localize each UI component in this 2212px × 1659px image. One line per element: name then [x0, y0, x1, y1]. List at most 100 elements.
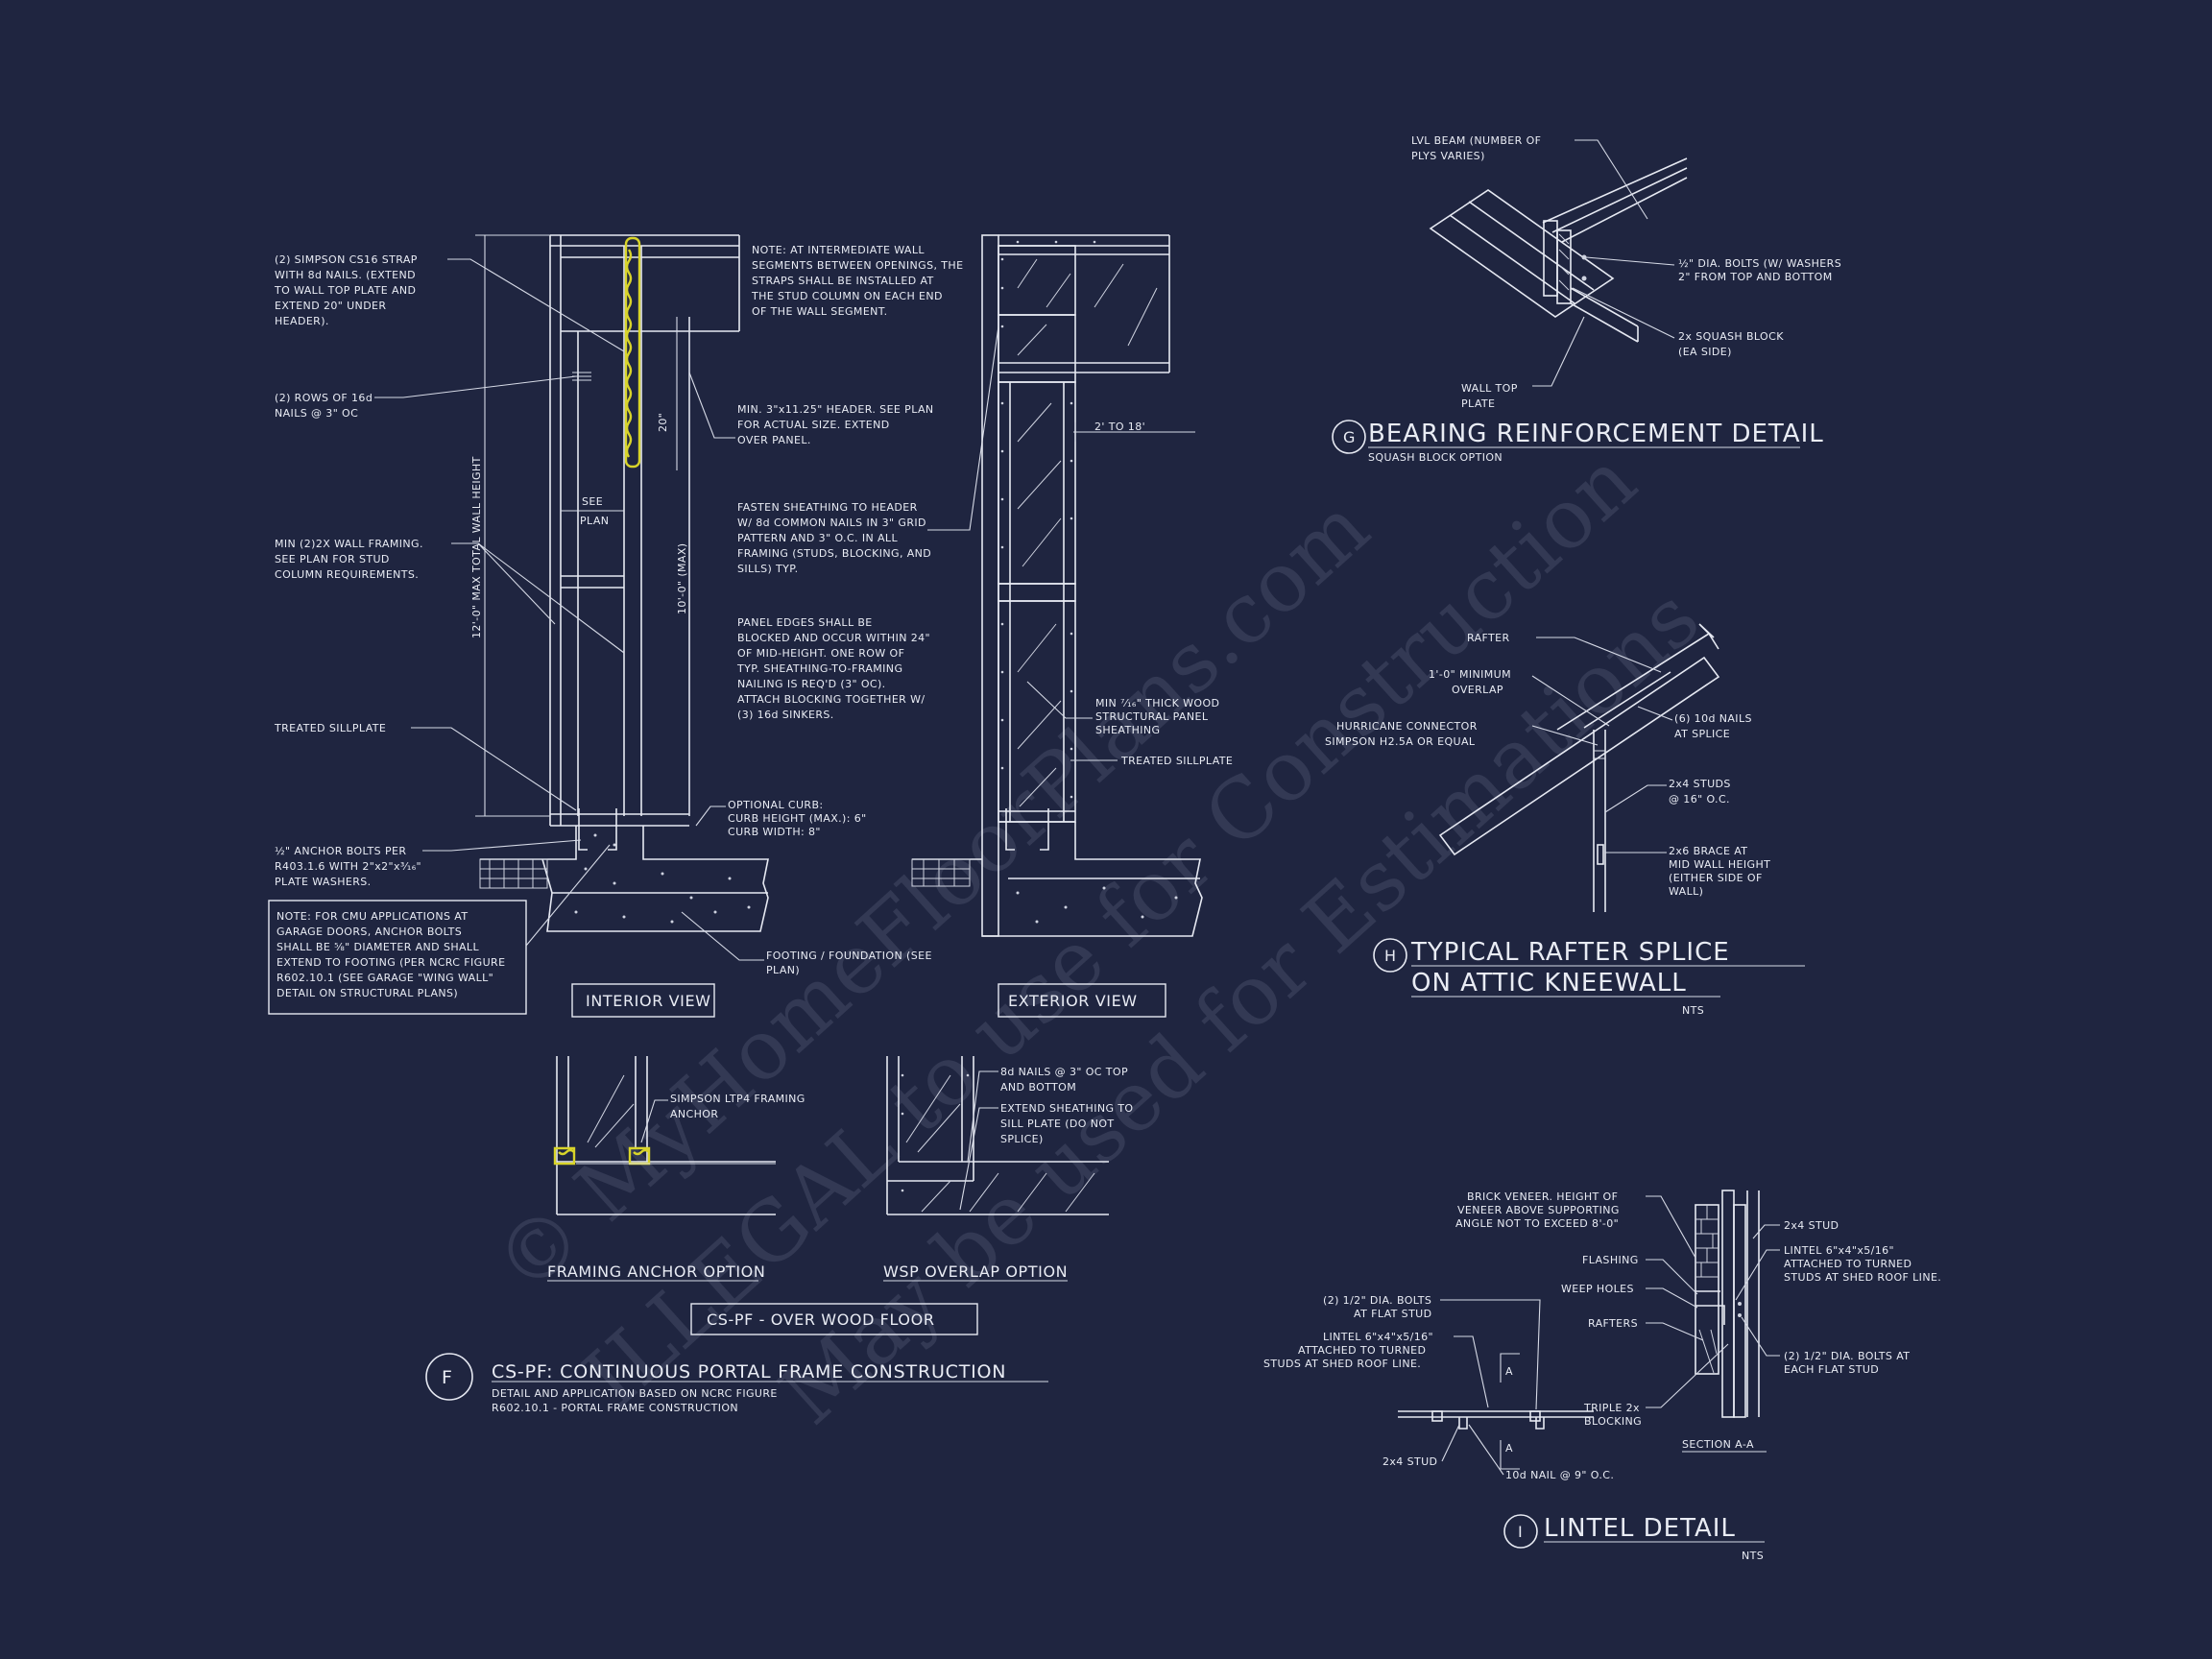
note-fasten-4: FRAMING (STUDS, BLOCKING, AND: [737, 547, 931, 560]
dim-total-wall-height: 12'-0" MAX TOTAL WALL HEIGHT: [470, 456, 483, 638]
note-fasten-5: SILLS) TYP.: [737, 563, 799, 575]
note-fasten-3: PATTERN AND 3" O.C. IN ALL: [737, 532, 898, 544]
note-footing-1: FOOTING / FOUNDATION (SEE: [766, 950, 932, 962]
label-overlap-2: OVERLAP: [1452, 684, 1503, 696]
note-cs16-strap-5: HEADER).: [275, 315, 329, 327]
rafter-splice-labels: RAFTER 1'-0" MINIMUM OVERLAP HURRICANE C…: [1325, 632, 1770, 898]
framing-anchor-option-label: FRAMING ANCHOR OPTION: [547, 1262, 765, 1281]
label-bolts-2: 2" FROM TOP AND BOTTOM: [1678, 271, 1833, 283]
label-lintel-right-1: LINTEL 6"x4"x5/16": [1784, 1244, 1894, 1257]
label-hurricane-1: HURRICANE CONNECTOR: [1336, 720, 1478, 733]
exterior-view-drawing: [911, 234, 1203, 937]
note-intermediate-2: SEGMENTS BETWEEN OPENINGS, THE: [752, 259, 963, 272]
over-wood-floor-box: CS-PF - OVER WOOD FLOOR: [690, 1303, 978, 1335]
label-rafters: RAFTERS: [1588, 1317, 1638, 1330]
note-treated-sillplate-right: TREATED SILLPLATE: [1120, 755, 1233, 767]
label-weep-holes: WEEP HOLES: [1561, 1283, 1634, 1295]
label-hurricane-2: SIMPSON H2.5A OR EQUAL: [1325, 735, 1476, 748]
label-bolts-flat-stud-2: AT FLAT STUD: [1354, 1308, 1432, 1320]
wsp-overlap-option-drawing: WSP OVERLAP OPTION 8d NAILS @ 3" OC TOP …: [883, 1056, 1134, 1282]
interior-view-label-box: [571, 983, 715, 1018]
note-panel-edges-2: BLOCKED AND OCCUR WITHIN 24": [737, 632, 930, 644]
note-cmu-1: NOTE: FOR CMU APPLICATIONS AT: [276, 910, 468, 923]
see-plan-1: SEE: [582, 495, 603, 508]
note-ltp4-1: SIMPSON LTP4 FRAMING: [670, 1093, 805, 1105]
label-squash-block-2: (EA SIDE): [1678, 346, 1732, 358]
detail-g-subtitle: SQUASH BLOCK OPTION: [1368, 451, 1503, 464]
note-panel-edges-1: PANEL EDGES SHALL BE: [737, 616, 873, 629]
note-curb-3: CURB WIDTH: 8": [728, 826, 821, 838]
note-ltp4-2: ANCHOR: [670, 1108, 718, 1120]
dim-10-ft-max: 10'-0" (MAX): [676, 543, 688, 614]
over-wood-floor-label: CS-PF - OVER WOOD FLOOR: [707, 1310, 935, 1329]
exterior-view-labels: 2' TO 18' MIN ⁷⁄₁₆" THICK WOOD STRUCTURA…: [998, 421, 1233, 1018]
section-cut-a-top: A: [1505, 1365, 1513, 1378]
note-fasten-2: W/ 8d COMMON NAILS IN 3" GRID: [737, 517, 926, 529]
note-cmu-3: SHALL BE ⅝" DIAMETER AND SHALL: [276, 941, 479, 953]
label-10d-nail: 10d NAIL @ 9" O.C.: [1505, 1469, 1614, 1481]
note-intermediate-4: THE STUD COLUMN ON EACH END: [751, 290, 943, 302]
exterior-view-label-box: [998, 983, 1166, 1018]
note-extend-sheathing-3: SPLICE): [1000, 1133, 1044, 1145]
detail-g-title: BEARING REINFORCEMENT DETAIL: [1368, 420, 1824, 448]
interior-view-labels: (2) SIMPSON CS16 STRAP WITH 8d NAILS. (E…: [268, 253, 715, 1018]
detail-f-subtitle-1: DETAIL AND APPLICATION BASED ON NCRC FIG…: [492, 1387, 778, 1400]
label-2x6-brace-1: 2x6 BRACE AT: [1669, 845, 1747, 857]
note-cs16-strap-3: TO WALL TOP PLATE AND: [274, 284, 416, 297]
detail-h-title-1: TYPICAL RAFTER SPLICE: [1410, 938, 1730, 967]
label-overlap-1: 1'-0" MINIMUM: [1429, 668, 1511, 681]
detail-i-title-block: I LINTEL DETAIL NTS: [1503, 1514, 1765, 1562]
bearing-reinforcement-drawing: [1429, 157, 1688, 343]
detail-f-title-block: F CS-PF: CONTINUOUS PORTAL FRAME CONSTRU…: [425, 1353, 1048, 1414]
label-triple-blocking-1: TRIPLE 2x: [1583, 1402, 1640, 1414]
bearing-reinforcement-labels: LVL BEAM (NUMBER OF PLYS VARIES) ½" DIA.…: [1411, 134, 1841, 410]
interior-view-label: INTERIOR VIEW: [586, 992, 711, 1010]
note-sheathing-2: STRUCTURAL PANEL: [1095, 710, 1209, 723]
note-wall-framing-1: MIN (2)2X WALL FRAMING.: [275, 538, 423, 550]
detail-f-subtitle-2: R602.10.1 - PORTAL FRAME CONSTRUCTION: [492, 1402, 738, 1414]
dim-20-inch: 20": [657, 413, 669, 432]
note-cmu-6: DETAIL ON STRUCTURAL PLANS): [276, 987, 458, 999]
label-rafter: RAFTER: [1467, 632, 1510, 644]
note-intermediate-5: OF THE WALL SEGMENT.: [752, 305, 888, 318]
label-10d-nails-1: (6) 10d NAILS: [1674, 712, 1752, 725]
detail-h-marker: H: [1384, 947, 1397, 965]
label-lintel-left-1: LINTEL 6"x4"x5/16": [1323, 1331, 1433, 1343]
note-anchor-bolts-3: PLATE WASHERS.: [275, 876, 372, 888]
note-cs16-strap-2: WITH 8d NAILS. (EXTEND: [275, 269, 416, 281]
note-curb-2: CURB HEIGHT (MAX.): 6": [728, 812, 867, 825]
label-lintel-right-2: ATTACHED TO TURNED: [1784, 1258, 1911, 1270]
label-wall-top-plate-1: WALL TOP: [1461, 382, 1518, 395]
note-cmu-4: EXTEND TO FOOTING (PER NCRC FIGURE: [276, 956, 505, 969]
label-2x4-stud-bottom: 2x4 STUD: [1382, 1455, 1437, 1468]
label-brick-veneer-1: BRICK VENEER. HEIGHT OF: [1467, 1190, 1618, 1203]
note-intermediate-1: NOTE: AT INTERMEDIATE WALL: [752, 244, 925, 256]
note-extend-sheathing-1: EXTEND SHEATHING TO: [1000, 1102, 1134, 1115]
dim-2-to-18: 2' TO 18': [1094, 421, 1145, 433]
detail-h-title-block: H TYPICAL RAFTER SPLICE ON ATTIC KNEEWAL…: [1373, 938, 1805, 1017]
note-cmu-5: R602.10.1 (SEE GARAGE "WING WALL": [276, 972, 493, 984]
note-8d-nails-2: AND BOTTOM: [1000, 1081, 1076, 1094]
note-cmu-2: GARAGE DOORS, ANCHOR BOLTS: [276, 926, 462, 938]
label-flashing: FLASHING: [1582, 1254, 1639, 1266]
detail-g-marker: G: [1343, 428, 1356, 446]
note-panel-edges-4: TYP. SHEATHING-TO-FRAMING: [736, 662, 902, 675]
note-curb-1: OPTIONAL CURB:: [728, 799, 824, 811]
wsp-overlap-option-label: WSP OVERLAP OPTION: [883, 1262, 1068, 1281]
note-panel-edges-7: (3) 16d SINKERS.: [737, 709, 834, 721]
detail-f-marker: F: [442, 1367, 453, 1388]
label-bolts-each-flat-stud-2: EACH FLAT STUD: [1784, 1363, 1879, 1376]
detail-h-title-2: ON ATTIC KNEEWALL: [1411, 969, 1687, 998]
section-a-a-label: SECTION A-A: [1682, 1438, 1754, 1451]
detail-h-scale: NTS: [1682, 1004, 1704, 1017]
see-plan-2: PLAN: [580, 515, 609, 527]
label-bolts-flat-stud-1: (2) 1/2" DIA. BOLTS: [1323, 1294, 1431, 1307]
label-2x6-brace-3: (EITHER SIDE OF: [1669, 872, 1763, 884]
note-extend-sheathing-2: SILL PLATE (DO NOT: [1000, 1118, 1115, 1130]
label-brick-veneer-3: ANGLE NOT TO EXCEED 8'-0": [1455, 1217, 1619, 1230]
label-triple-blocking-2: BLOCKING: [1584, 1415, 1642, 1428]
note-8d-nails-1: 8d NAILS @ 3" OC TOP: [1000, 1066, 1128, 1078]
note-header-1: MIN. 3"x11.25" HEADER. SEE PLAN: [737, 403, 934, 416]
